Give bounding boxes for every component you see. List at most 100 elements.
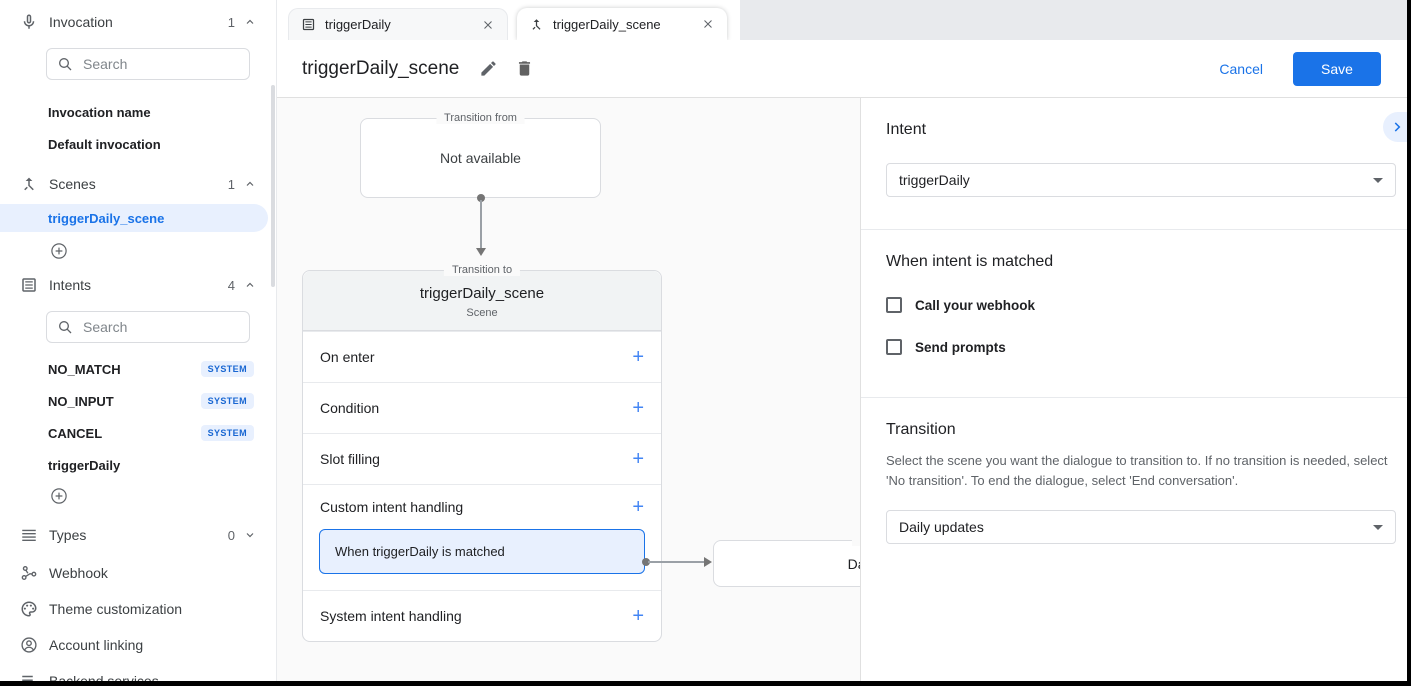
sidebar: Invocation 1 Invocation name Default inv…	[0, 0, 277, 681]
sidebar-item-intent[interactable]: CANCEL SYSTEM	[0, 417, 276, 449]
section-count: 1	[227, 176, 235, 192]
system-badge: SYSTEM	[200, 425, 254, 441]
search-input[interactable]	[83, 56, 223, 72]
window-edge	[0, 681, 1411, 686]
add-icon[interactable]: +	[632, 346, 644, 368]
tab-triggerdaily[interactable]: triggerDaily	[288, 8, 508, 40]
editor-header: triggerDaily_scene Cancel Save	[277, 40, 1411, 98]
dropdown-caret-icon	[1373, 177, 1383, 183]
chevron-down-icon[interactable]	[244, 529, 256, 541]
scene-flow-canvas[interactable]: Transition from Not available Transition…	[277, 98, 860, 681]
sidebar-section-types[interactable]: Types 0	[0, 523, 276, 547]
edit-pencil-icon[interactable]	[479, 59, 498, 78]
target-scene-box-clipped[interactable]: Transition to Daily updates	[713, 534, 860, 587]
scene-card-header: triggerDaily_scene Scene	[303, 271, 661, 331]
intents-search[interactable]	[46, 311, 250, 343]
system-badge: SYSTEM	[200, 361, 254, 377]
send-prompts-checkbox-row[interactable]: Send prompts	[886, 339, 1396, 355]
tab-strip: triggerDaily triggerDaily_scene	[277, 0, 1411, 40]
intent-select[interactable]: triggerDaily	[886, 163, 1396, 197]
invocation-search[interactable]	[46, 48, 250, 80]
sidebar-item-account-linking[interactable]: Account linking	[0, 627, 276, 663]
sidebar-item-intent[interactable]: NO_MATCH SYSTEM	[0, 353, 276, 385]
sidebar-item-intent[interactable]: triggerDaily	[48, 457, 121, 473]
intent-icon	[301, 17, 316, 32]
checkbox-unchecked[interactable]	[886, 297, 902, 313]
account-circle-icon	[20, 636, 38, 654]
search-icon	[57, 56, 73, 72]
scene-icon	[529, 17, 544, 32]
cancel-button[interactable]: Cancel	[1219, 60, 1263, 77]
tab-triggerdaily-scene[interactable]: triggerDaily_scene	[517, 8, 727, 40]
add-scene-button[interactable]	[50, 242, 68, 260]
sidebar-scrollbar[interactable]	[271, 85, 275, 287]
connector-line	[480, 200, 482, 248]
section-label: Intents	[49, 277, 92, 293]
intent-heading: Intent	[886, 121, 927, 138]
sidebar-item-default-invocation[interactable]: Default invocation	[48, 136, 161, 152]
intent-handler-selected[interactable]: When triggerDaily is matched	[319, 529, 645, 574]
section-label: Types	[49, 527, 87, 543]
connector-line	[648, 561, 704, 563]
scene-row-on-enter[interactable]: On enter +	[303, 331, 661, 382]
chevron-up-icon[interactable]	[244, 178, 256, 190]
sidebar-item-theme-customization[interactable]: Theme customization	[0, 591, 276, 627]
intent-select-value: triggerDaily	[899, 172, 970, 188]
divider	[861, 397, 1407, 398]
sidebar-section-invocation[interactable]: Invocation 1	[0, 10, 276, 34]
transition-from-box: Transition from Not available	[360, 112, 601, 198]
scene-row-condition[interactable]: Condition +	[303, 382, 661, 433]
sidebar-item-triggerdaily-scene-selected[interactable]: triggerDaily_scene	[0, 204, 268, 232]
scene-card-title: triggerDaily_scene	[419, 285, 545, 302]
chevron-right-icon	[1394, 122, 1401, 132]
target-scene-title: Daily updates	[847, 555, 860, 572]
scene-row-slot-filling[interactable]: Slot filling +	[303, 433, 661, 484]
palette-icon	[20, 600, 38, 618]
connector-dot	[477, 194, 485, 202]
add-intent-button[interactable]	[50, 487, 68, 505]
section-label: Invocation	[49, 14, 113, 30]
transition-select-value: Daily updates	[899, 519, 984, 535]
scene-row-system-intent-handling[interactable]: System intent handling +	[303, 590, 661, 641]
close-icon[interactable]	[481, 18, 495, 32]
add-icon[interactable]: +	[632, 448, 644, 470]
intent-icon	[20, 276, 38, 294]
panel-collapse-chevron-button[interactable]	[1383, 112, 1411, 142]
transition-from-content: Not available	[440, 150, 521, 166]
transition-heading: Transition	[886, 421, 956, 438]
transition-to-label: Transition to	[443, 264, 521, 276]
intent-details-panel: Intent triggerDaily When intent is match…	[860, 98, 1407, 681]
sidebar-item-invocation-name[interactable]: Invocation name	[48, 104, 151, 120]
transition-from-label: Transition from	[436, 112, 525, 124]
section-count: 4	[227, 277, 235, 293]
when-matched-heading: When intent is matched	[886, 253, 1054, 270]
sidebar-item-intent[interactable]: NO_INPUT SYSTEM	[0, 385, 276, 417]
add-icon[interactable]: +	[632, 496, 644, 518]
chevron-up-icon[interactable]	[244, 16, 256, 28]
add-icon[interactable]: +	[632, 397, 644, 419]
chevron-up-icon[interactable]	[244, 279, 256, 291]
webhook-icon	[20, 564, 38, 582]
sidebar-section-intents[interactable]: Intents 4	[0, 273, 276, 297]
scene-card: Transition to triggerDaily_scene Scene O…	[302, 264, 662, 642]
checkbox-unchecked[interactable]	[886, 339, 902, 355]
call-webhook-checkbox-row[interactable]: Call your webhook	[886, 297, 1396, 313]
arrowhead-right-icon	[704, 557, 712, 567]
delete-trash-icon[interactable]	[515, 59, 534, 78]
transition-select[interactable]: Daily updates	[886, 510, 1396, 544]
sidebar-section-scenes[interactable]: Scenes 1	[0, 172, 276, 196]
sidebar-item-backend-services[interactable]: Backend services	[0, 663, 276, 681]
page-title: triggerDaily_scene	[302, 57, 460, 79]
add-icon[interactable]: +	[632, 605, 644, 627]
search-icon	[57, 319, 73, 335]
close-icon[interactable]	[701, 17, 715, 31]
system-badge: SYSTEM	[200, 393, 254, 409]
save-button[interactable]: Save	[1293, 51, 1381, 86]
backend-services-icon	[20, 672, 38, 681]
transition-description: Select the scene you want the dialogue t…	[886, 453, 1388, 488]
scene-card-subtitle: Scene	[466, 307, 498, 319]
search-input[interactable]	[83, 319, 223, 335]
sidebar-item-webhook[interactable]: Webhook	[0, 555, 276, 591]
divider	[861, 229, 1407, 230]
